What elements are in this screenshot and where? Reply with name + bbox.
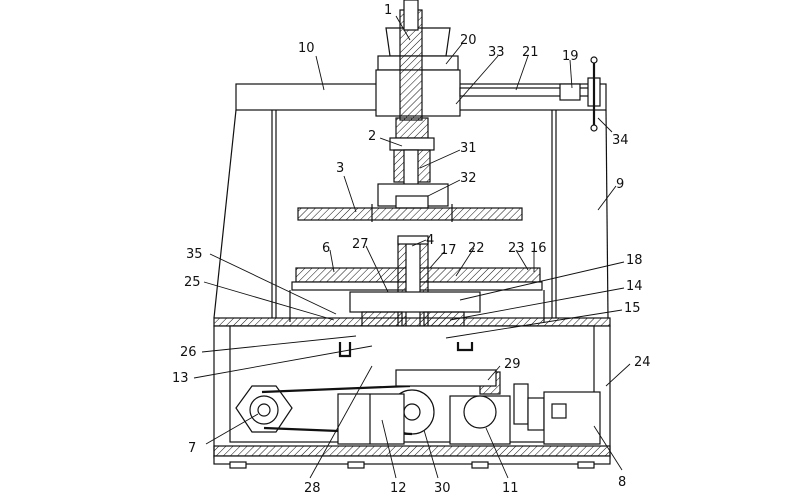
callout-17: 17 xyxy=(440,243,457,258)
leader-lines xyxy=(193,15,631,479)
callout-15: 15 xyxy=(624,301,641,316)
callout-8: 8 xyxy=(618,475,626,490)
callout-23: 23 xyxy=(508,241,525,256)
callout-26: 26 xyxy=(180,345,197,360)
callout-25: 25 xyxy=(184,275,201,290)
callout-28: 28 xyxy=(304,481,321,496)
callout-4: 4 xyxy=(426,233,434,248)
callout-1: 1 xyxy=(384,3,392,18)
callout-9: 9 xyxy=(616,177,624,192)
callout-19: 19 xyxy=(562,49,579,64)
callout-13: 13 xyxy=(172,371,189,386)
gearbox-motor xyxy=(395,369,601,445)
callout-29: 29 xyxy=(504,357,521,372)
callout-18: 18 xyxy=(626,253,643,268)
callout-20: 20 xyxy=(460,33,477,48)
callout-34: 34 xyxy=(612,133,629,148)
callout-12: 12 xyxy=(390,481,407,496)
handwheel xyxy=(459,56,601,132)
callout-24: 24 xyxy=(634,355,651,370)
belt-drive xyxy=(235,384,435,445)
top-spindle xyxy=(297,0,523,222)
callout-labels: 1 2 3 4 6 7 8 9 10 11 12 13 14 15 16 17 … xyxy=(172,3,651,496)
callout-27: 27 xyxy=(352,237,369,252)
callout-32: 32 xyxy=(460,171,477,186)
callout-2: 2 xyxy=(368,129,376,144)
callout-16: 16 xyxy=(530,241,547,256)
callout-11: 11 xyxy=(502,481,519,496)
callout-33: 33 xyxy=(488,45,505,60)
callout-21: 21 xyxy=(522,45,539,60)
callout-14: 14 xyxy=(626,279,643,294)
callout-7: 7 xyxy=(188,441,196,456)
callout-22: 22 xyxy=(468,241,485,256)
callout-10: 10 xyxy=(298,41,315,56)
callout-31: 31 xyxy=(460,141,477,156)
callout-3: 3 xyxy=(336,161,344,176)
callout-30: 30 xyxy=(434,481,451,496)
callout-6: 6 xyxy=(322,241,330,256)
callout-35: 35 xyxy=(186,247,203,262)
